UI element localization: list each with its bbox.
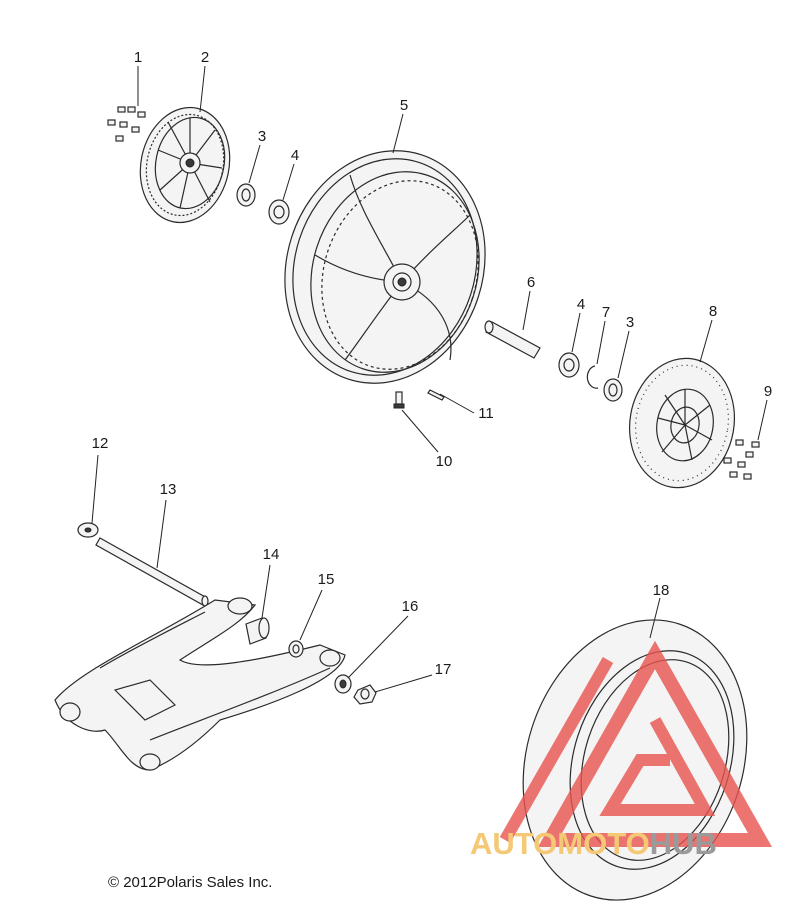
callout-13: 13 bbox=[160, 481, 177, 498]
callout-4-right: 4 bbox=[577, 296, 585, 313]
callout-8: 8 bbox=[709, 303, 717, 320]
part-rotor-bolts-9 bbox=[723, 439, 760, 480]
part-swingarm bbox=[54, 597, 346, 771]
watermark-word-part-b: HUB bbox=[649, 826, 717, 861]
leader-lines bbox=[91, 65, 768, 693]
callout-3: 3 bbox=[258, 128, 266, 145]
part-drive-pulley-2 bbox=[139, 106, 231, 224]
callout-7: 7 bbox=[602, 304, 610, 321]
part-tire-18 bbox=[522, 619, 748, 901]
part-brake-rotor-8 bbox=[628, 357, 736, 489]
callout-2: 2 bbox=[201, 49, 209, 66]
part-seal-3a bbox=[236, 183, 256, 207]
callout-1: 1 bbox=[134, 49, 142, 66]
part-pin-11 bbox=[427, 389, 445, 401]
copyright-notice: © 2012Polaris Sales Inc. bbox=[108, 874, 273, 891]
callout-11: 11 bbox=[478, 405, 494, 422]
callout-16: 16 bbox=[402, 598, 419, 615]
part-bearing-4b bbox=[558, 352, 580, 378]
part-seal-3b bbox=[603, 378, 623, 402]
watermark-wordmark: AUTOMOTOHUB bbox=[470, 826, 717, 862]
callout-6: 6 bbox=[527, 274, 535, 291]
part-spacer-15 bbox=[288, 640, 304, 658]
callout-9: 9 bbox=[764, 383, 772, 400]
callout-18: 18 bbox=[653, 582, 670, 599]
callout-12: 12 bbox=[92, 435, 109, 452]
part-axle-13 bbox=[95, 537, 209, 607]
callout-17: 17 bbox=[435, 661, 452, 678]
callout-10: 10 bbox=[436, 453, 453, 470]
watermark-logo bbox=[499, 640, 773, 847]
part-valve-stem-10 bbox=[393, 391, 405, 409]
part-snap-ring-7 bbox=[586, 365, 599, 389]
part-washer-12 bbox=[77, 522, 99, 538]
callout-4: 4 bbox=[291, 147, 299, 164]
callout-14: 14 bbox=[263, 546, 280, 563]
part-adjuster-16 bbox=[334, 674, 352, 694]
part-bearing-4a bbox=[268, 199, 290, 225]
callout-labels: 1 2 3 4 5 6 4 7 3 8 9 11 10 12 13 14 15 … bbox=[92, 49, 773, 678]
callout-3-right: 3 bbox=[626, 314, 634, 331]
part-spacer-6 bbox=[484, 320, 541, 359]
part-bolts-1 bbox=[107, 106, 146, 142]
part-rear-wheel-5 bbox=[284, 150, 486, 384]
callout-5: 5 bbox=[400, 97, 408, 114]
callout-15: 15 bbox=[318, 571, 335, 588]
watermark-word-part-a: AUTOMOTO bbox=[470, 826, 650, 861]
part-bushing-14 bbox=[245, 617, 270, 645]
part-nut-17 bbox=[353, 684, 377, 705]
